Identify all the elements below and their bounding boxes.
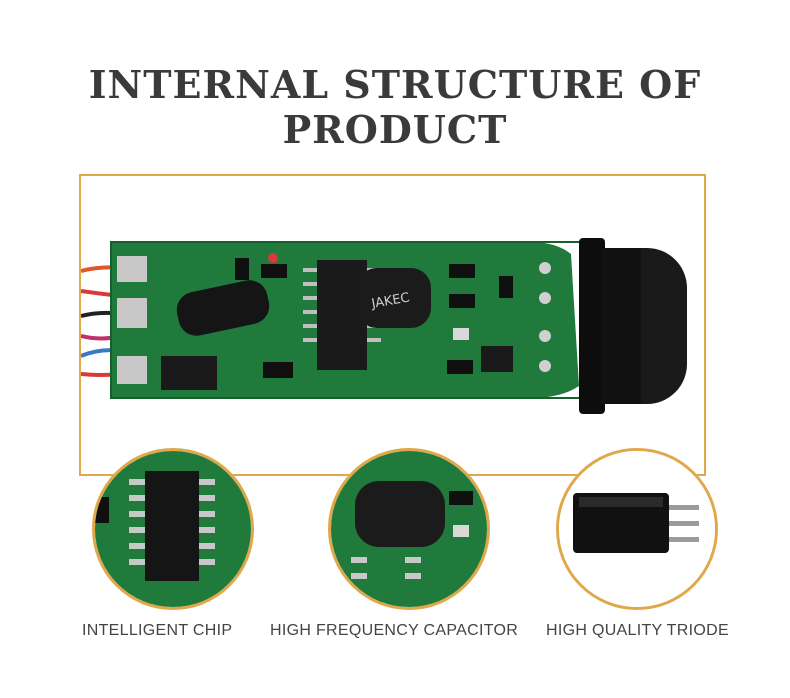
caption-high-quality-triode: HIGH QUALITY TRIODE [546,622,729,639]
caption-intelligent-chip: INTELLIGENT CHIP [82,622,233,639]
caption-high-frequency-capacitor: HIGH FREQUENCY CAPACITOR [270,622,519,639]
detail-circle-chip [92,448,254,610]
capacitor-marking: JAKEC [369,290,410,312]
product-photo: JAKEC [79,174,706,476]
detail-circle-triode [556,448,718,610]
page-title: INTERNAL STRUCTURE OF PRODUCT [88,62,702,152]
detail-circle-capacitor [328,448,490,610]
